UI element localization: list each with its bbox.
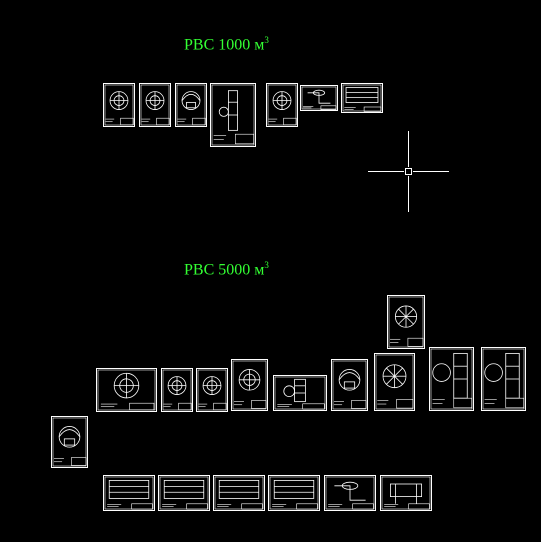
table-sheet-icon	[103, 475, 155, 511]
title-rvs-1000-sup: 3	[264, 35, 269, 45]
tank-section-icon	[51, 416, 88, 468]
tank-section-icon	[331, 359, 368, 411]
tank-frame-icon	[380, 475, 432, 511]
drawing-sheet-16[interactable]	[387, 295, 425, 349]
drawing-sheet-22[interactable]	[213, 475, 265, 511]
table-sheet-icon	[268, 475, 320, 511]
drawing-sheet-11[interactable]	[196, 368, 228, 412]
tank-plan-icon	[103, 83, 135, 127]
drawing-sheet-5[interactable]	[266, 83, 298, 127]
crosshair-cursor-icon	[368, 131, 449, 212]
tank-wall-icon	[273, 375, 327, 411]
tank-plan-icon	[139, 83, 171, 127]
drawing-sheet-20[interactable]	[103, 475, 155, 511]
drawing-sheet-15[interactable]	[374, 353, 415, 411]
drawing-sheet-14[interactable]	[331, 359, 368, 411]
drawing-sheet-4[interactable]	[210, 83, 256, 147]
drawing-sheet-9[interactable]	[96, 368, 157, 412]
drawing-sheet-2[interactable]	[139, 83, 171, 127]
drawing-sheet-3[interactable]	[175, 83, 207, 127]
title-rvs-5000: РВС 5000 м3	[184, 260, 269, 279]
drawing-sheet-21[interactable]	[158, 475, 210, 511]
drawing-sheet-6[interactable]	[300, 85, 338, 111]
tank-star-icon	[387, 295, 425, 349]
title-rvs-5000-text: РВС 5000 м	[184, 261, 265, 279]
drawing-sheet-24[interactable]	[324, 475, 376, 511]
title-rvs-1000-text: РВС 1000 м	[184, 36, 265, 54]
tank-plan-icon	[96, 368, 157, 412]
tank-star-icon	[374, 353, 415, 411]
tank-plan-icon	[231, 359, 268, 411]
tank-plan-icon	[196, 368, 228, 412]
tank-ring-icon	[429, 347, 474, 411]
drawing-sheet-18[interactable]	[481, 347, 526, 411]
tank-plan-icon	[161, 368, 193, 412]
drawing-sheet-12[interactable]	[231, 359, 268, 411]
title-rvs-5000-sup: 3	[264, 260, 269, 270]
drawing-sheet-25[interactable]	[380, 475, 432, 511]
table-sheet-icon	[213, 475, 265, 511]
tank-section-icon	[175, 83, 207, 127]
tank-pipe-icon	[324, 475, 376, 511]
table-sheet-icon	[341, 83, 383, 113]
drawing-sheet-8[interactable]	[51, 416, 88, 468]
tank-wall-icon	[210, 83, 256, 147]
drawing-sheet-23[interactable]	[268, 475, 320, 511]
table-sheet-icon	[158, 475, 210, 511]
drawing-sheet-7[interactable]	[341, 83, 383, 113]
drawing-sheet-10[interactable]	[161, 368, 193, 412]
title-rvs-1000: РВС 1000 м3	[184, 35, 269, 54]
tank-pipe-icon	[300, 85, 338, 111]
tank-plan-icon	[266, 83, 298, 127]
drawing-sheet-17[interactable]	[429, 347, 474, 411]
drawing-sheet-1[interactable]	[103, 83, 135, 127]
tank-ring-icon	[481, 347, 526, 411]
drawing-sheet-13[interactable]	[273, 375, 327, 411]
